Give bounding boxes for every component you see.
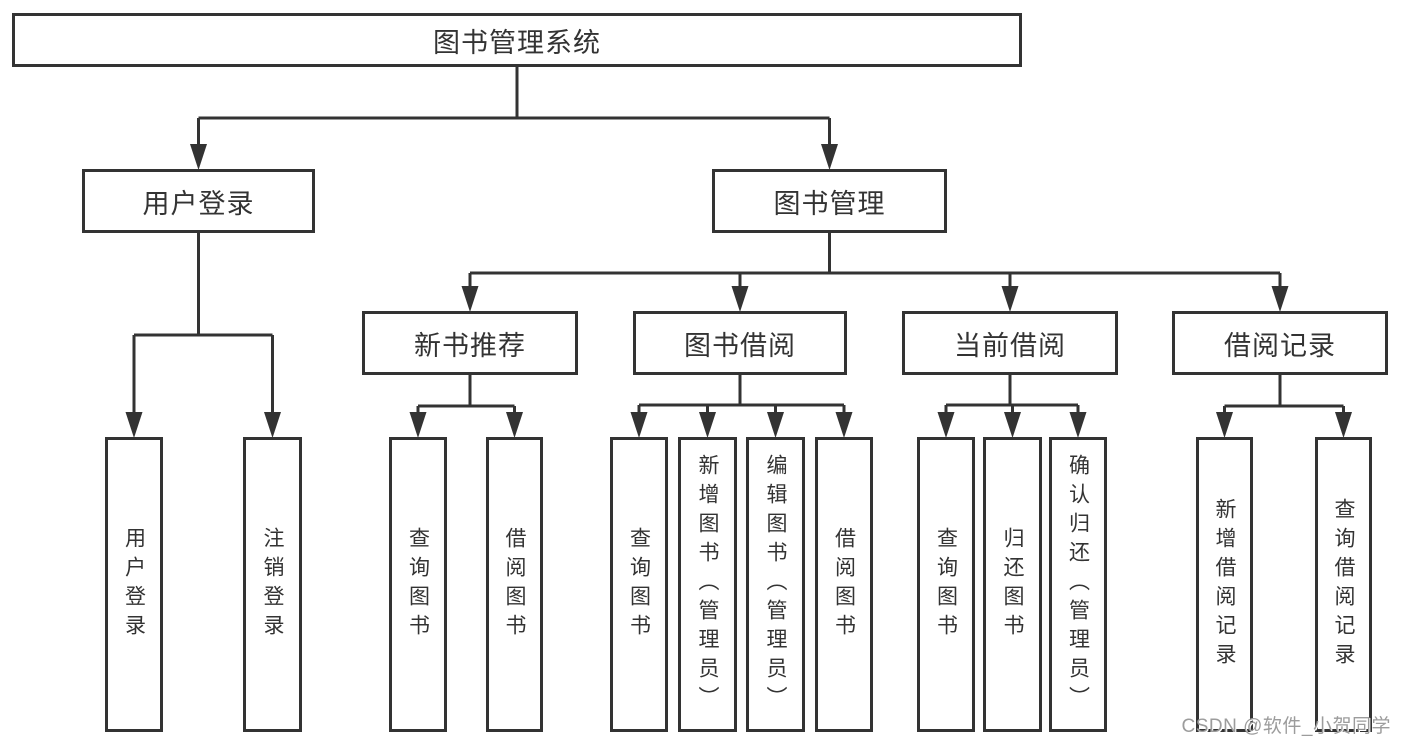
arrowhead-icon <box>1335 412 1352 438</box>
node-leaf-br-query: 查询借阅记录 <box>1315 437 1372 732</box>
node-label-leaf-cb-query: 查询图书 <box>934 526 958 643</box>
arrowhead-icon <box>731 286 749 312</box>
node-root: 图书管理系统 <box>12 13 1022 67</box>
node-label-book-mgmt: 图书管理 <box>773 188 886 219</box>
node-book-borrow: 图书借阅 <box>633 311 847 375</box>
node-label-leaf-bb-add: 新增图书（管理员） <box>696 454 719 715</box>
arrowhead-icon <box>630 412 648 438</box>
node-new-book-rec: 新书推荐 <box>362 311 578 375</box>
node-label-borrow-records: 借阅记录 <box>1224 330 1336 361</box>
node-leaf-nb-query: 查询图书 <box>389 437 447 732</box>
node-leaf-user-login: 用户登录 <box>105 437 163 732</box>
node-leaf-logout: 注销登录 <box>243 437 302 732</box>
node-label-leaf-br-add: 新增借阅记录 <box>1213 497 1236 672</box>
node-label-leaf-cb-confirm: 确认归还（管理员） <box>1066 454 1090 715</box>
node-leaf-bb-edit: 编辑图书（管理员） <box>746 437 805 732</box>
node-label-leaf-logout: 注销登录 <box>261 526 284 643</box>
node-label-leaf-br-query: 查询借阅记录 <box>1332 497 1355 672</box>
node-label-root: 图书管理系统 <box>433 27 601 58</box>
arrowhead-icon <box>1001 286 1019 312</box>
node-book-mgmt: 图书管理 <box>712 169 947 233</box>
arrowhead-icon <box>937 412 955 438</box>
arrowhead-icon <box>506 412 523 438</box>
arrowhead-icon <box>767 412 784 438</box>
node-leaf-cb-query: 查询图书 <box>917 437 975 732</box>
node-leaf-br-add: 新增借阅记录 <box>1196 437 1253 732</box>
arrowhead-icon <box>1004 412 1021 438</box>
node-borrow-records: 借阅记录 <box>1172 311 1388 375</box>
node-label-book-borrow: 图书借阅 <box>684 330 796 361</box>
arrowhead-icon <box>125 412 143 438</box>
node-label-leaf-nb-borrow: 借阅图书 <box>503 526 526 643</box>
node-label-leaf-bb-borrow: 借阅图书 <box>832 526 856 643</box>
arrowhead-icon <box>461 286 479 312</box>
node-label-leaf-cb-return: 归还图书 <box>1001 526 1024 643</box>
arrowhead-icon <box>1271 286 1289 312</box>
arrowhead-icon <box>190 144 207 170</box>
arrowhead-icon <box>821 144 838 170</box>
node-leaf-cb-confirm: 确认归还（管理员） <box>1049 437 1107 732</box>
node-label-leaf-bb-edit: 编辑图书（管理员） <box>764 454 787 715</box>
node-leaf-bb-add: 新增图书（管理员） <box>678 437 737 732</box>
watermark-text: CSDN @软件_小贺同学 <box>1181 716 1391 737</box>
node-label-current-borrow: 当前借阅 <box>954 330 1066 361</box>
arrowhead-icon <box>835 412 853 438</box>
arrowhead-icon <box>1216 412 1233 438</box>
node-label-leaf-nb-query: 查询图书 <box>406 526 430 643</box>
node-label-new-book-rec: 新书推荐 <box>414 330 526 361</box>
node-leaf-nb-borrow: 借阅图书 <box>486 437 543 732</box>
node-leaf-bb-borrow: 借阅图书 <box>815 437 873 732</box>
node-label-user-login: 用户登录 <box>142 188 255 219</box>
arrowhead-icon <box>264 412 281 438</box>
arrowhead-icon <box>1069 412 1087 438</box>
node-label-leaf-user-login: 用户登录 <box>122 526 146 643</box>
node-label-leaf-bb-query: 查询图书 <box>627 526 651 643</box>
arrowhead-icon <box>699 412 716 438</box>
node-current-borrow: 当前借阅 <box>902 311 1118 375</box>
node-user-login: 用户登录 <box>82 169 315 233</box>
node-leaf-cb-return: 归还图书 <box>983 437 1042 732</box>
node-leaf-bb-query: 查询图书 <box>610 437 668 732</box>
arrowhead-icon <box>409 412 427 438</box>
